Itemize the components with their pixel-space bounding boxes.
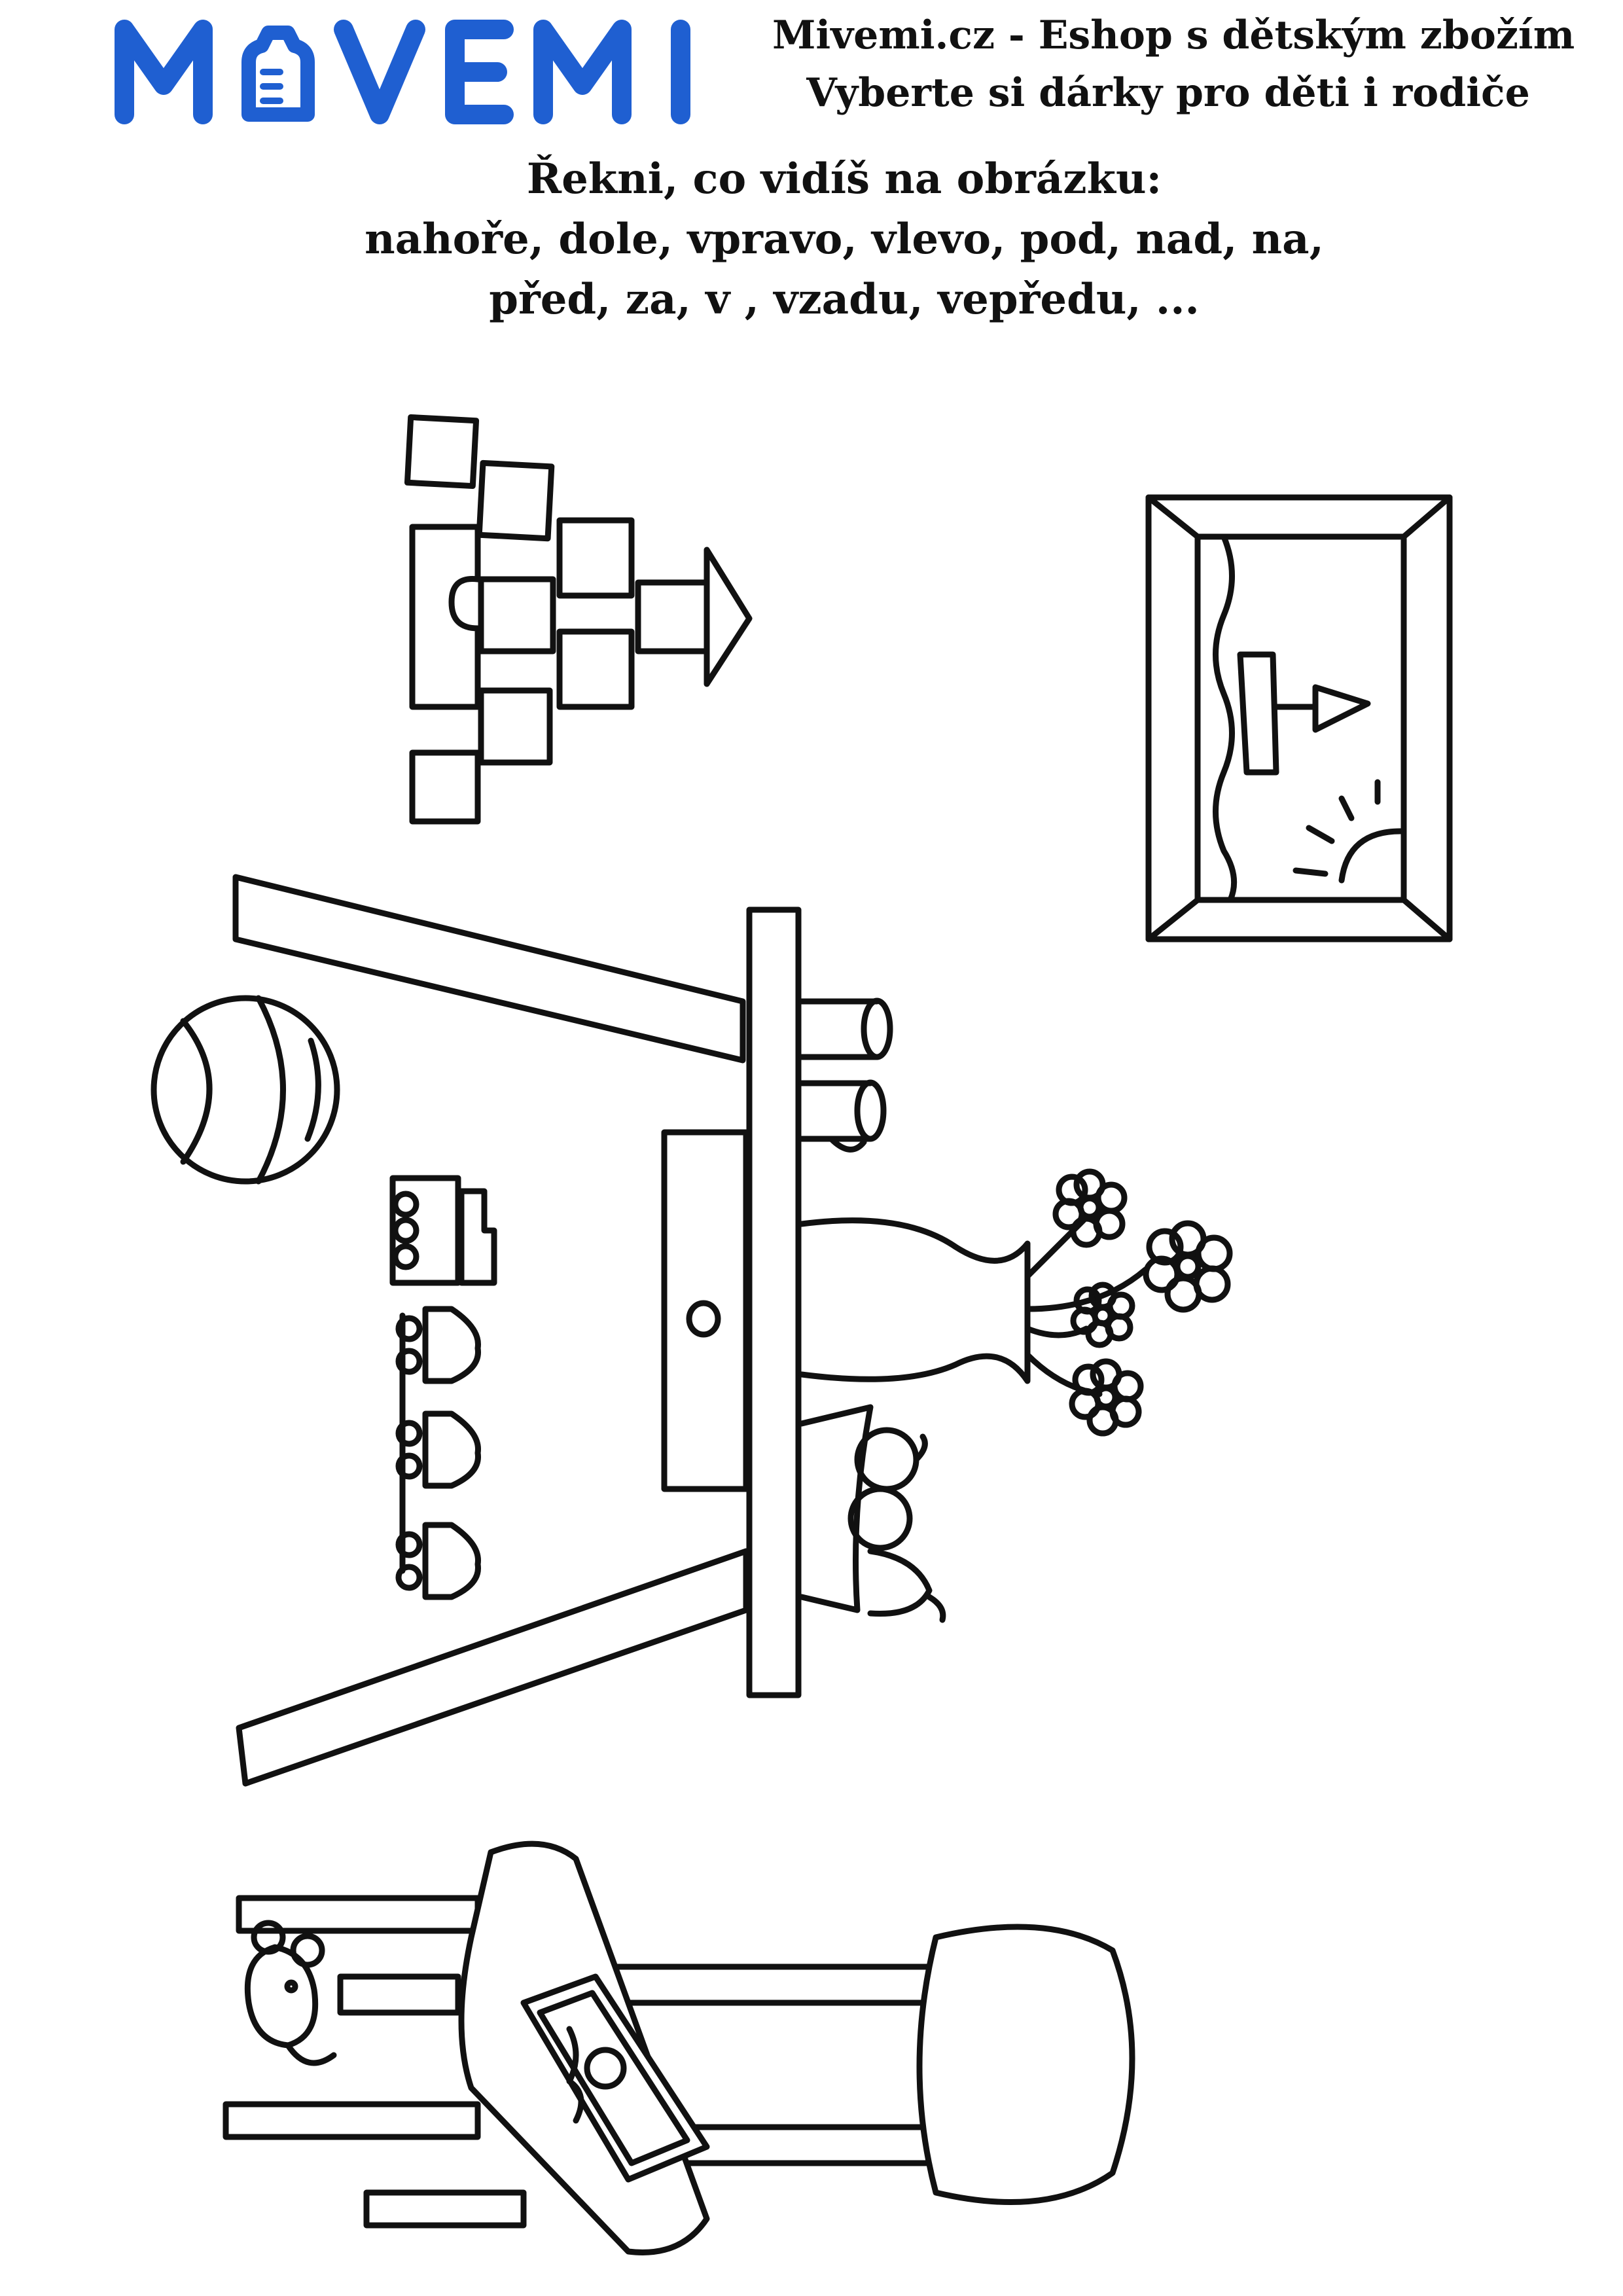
instructions: Řekni, co vidíš na obrázku: nahoře, dole… bbox=[223, 149, 1466, 330]
framed-picture bbox=[1145, 494, 1453, 942]
brand-line-1: Mivemi.cz - Eshop s dětským zbožím bbox=[772, 12, 1575, 58]
logo-graphic bbox=[115, 20, 690, 124]
fruit-bowl bbox=[798, 1404, 946, 1623]
instruction-line-2: nahoře, dole, vpravo, vlevo, pod, nad, n… bbox=[365, 215, 1324, 264]
instruction-line-3: před, za, v , vzadu, vepředu, ... bbox=[489, 275, 1200, 324]
vase-with-flowers bbox=[798, 1168, 1233, 1437]
flower-3 bbox=[1070, 1282, 1135, 1348]
cups bbox=[798, 997, 893, 1153]
scene-svg bbox=[151, 414, 1453, 2255]
ball bbox=[151, 995, 340, 1185]
flower-2 bbox=[1143, 1220, 1233, 1313]
chair bbox=[223, 1840, 1135, 2255]
toy-mouse bbox=[244, 1920, 337, 2066]
brand-line-2: Vyberte si dárky pro děti i rodiče bbox=[806, 70, 1530, 116]
book bbox=[520, 1973, 710, 2183]
flower-1 bbox=[1052, 1168, 1128, 1248]
flower-4 bbox=[1069, 1358, 1144, 1437]
instruction-line-1: Řekni, co vidíš na obrázku: bbox=[526, 154, 1162, 204]
mivemi-logo[interactable] bbox=[111, 13, 713, 128]
table bbox=[232, 874, 802, 1787]
building-blocks bbox=[404, 414, 753, 825]
coloring-illustration bbox=[0, 367, 1623, 2296]
brand-text: Mivemi.cz - Eshop s dětským zbožím Vyber… bbox=[772, 7, 1575, 122]
toy-train bbox=[389, 1175, 497, 1600]
